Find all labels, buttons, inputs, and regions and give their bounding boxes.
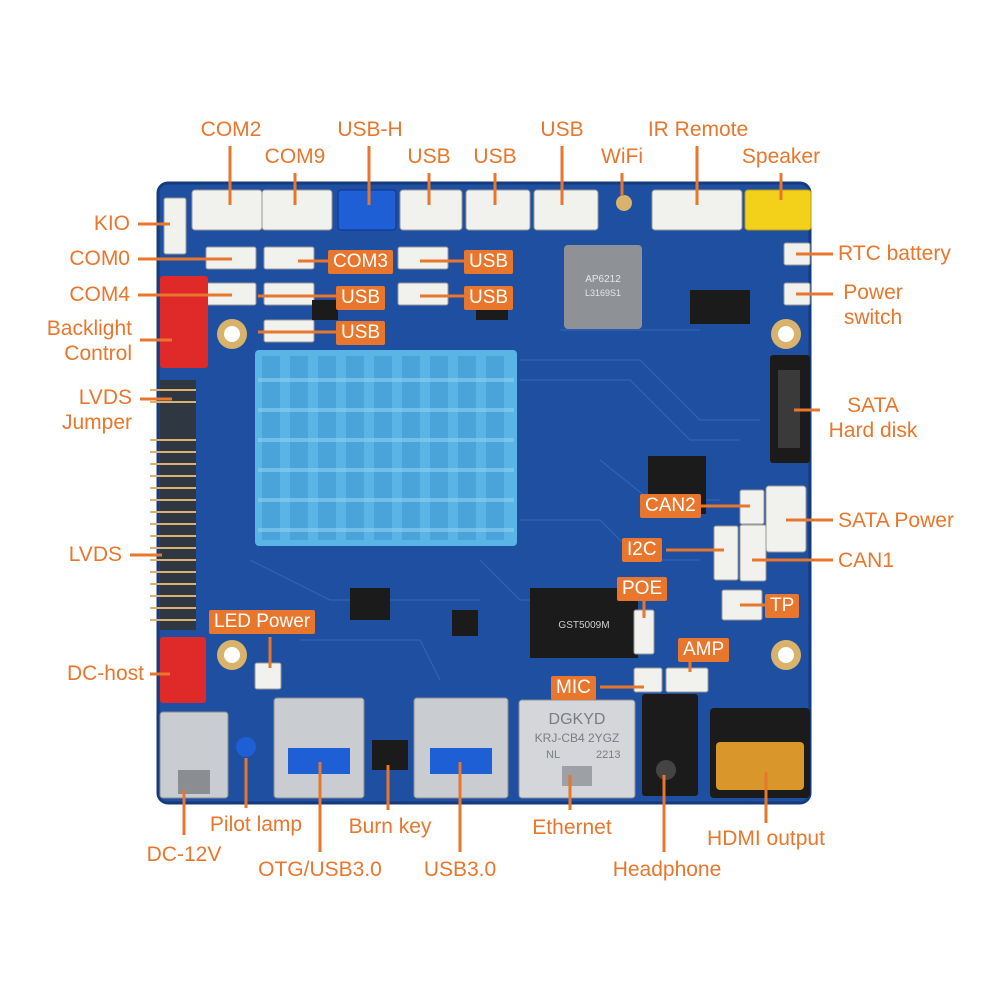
mounting-holes xyxy=(217,319,801,670)
svg-text:2213: 2213 xyxy=(596,749,620,761)
label-headphone: Headphone xyxy=(612,858,722,881)
i2c-connector xyxy=(713,525,739,581)
leader-lines xyxy=(130,146,833,852)
lvds-header xyxy=(150,380,196,630)
tag-tp: TP xyxy=(765,594,800,618)
amp-connector xyxy=(665,667,709,693)
svg-text:GST5009M: GST5009M xyxy=(558,620,609,631)
label-sata-power: SATA Power xyxy=(838,509,954,532)
label-sata-hd-1: SATA xyxy=(847,394,899,417)
label-lvds: LVDS xyxy=(68,543,122,566)
label-sata-hd-2: Hard disk xyxy=(828,419,918,442)
label-com0: COM0 xyxy=(69,247,130,270)
label-com9: COM9 xyxy=(264,145,326,168)
tag-poe: POE xyxy=(617,577,668,601)
label-lvds-jumper-1: LVDS xyxy=(78,386,132,409)
label-speaker: Speaker xyxy=(741,145,821,168)
label-otg-usb3: OTG/USB3.0 xyxy=(258,858,382,881)
label-ir-remote: IR Remote xyxy=(647,118,749,141)
heatsink xyxy=(255,350,517,546)
label-lvds-jumper-2: Jumper xyxy=(61,411,132,434)
label-usb-top-2: USB xyxy=(473,145,517,168)
tag-usb-c: USB xyxy=(464,250,514,274)
svg-text:KRJ-CB4 2YGZ: KRJ-CB4 2YGZ xyxy=(535,731,620,745)
label-backlight-2: Control xyxy=(64,342,132,365)
tag-usb-d: USB xyxy=(464,286,514,310)
red-connectors xyxy=(160,276,208,703)
label-usb-top-1: USB xyxy=(407,145,451,168)
can1-connector xyxy=(739,524,767,582)
tag-led-power: LED Power xyxy=(209,610,316,634)
svg-text:DGKYD: DGKYD xyxy=(549,711,606,728)
pcb-edge xyxy=(156,181,812,805)
label-dc-host: DC-host xyxy=(66,662,144,685)
label-rtc-battery: RTC battery xyxy=(838,242,951,265)
label-usb-h: USB-H xyxy=(337,118,403,141)
tag-usb-a: USB xyxy=(336,286,386,310)
label-power-switch-2: switch xyxy=(843,306,903,329)
label-dc-12v: DC-12V xyxy=(146,843,222,866)
label-can1: CAN1 xyxy=(838,549,895,572)
tag-i2c: I2C xyxy=(622,538,662,562)
label-power-switch-1: Power xyxy=(843,281,903,304)
label-backlight-1: Backlight xyxy=(46,317,132,340)
label-burn-key: Burn key xyxy=(348,815,432,838)
label-pilot-lamp: Pilot lamp xyxy=(209,813,303,836)
tag-can2: CAN2 xyxy=(640,494,701,518)
svg-text:NL: NL xyxy=(546,749,560,761)
svg-text:L3169S1: L3169S1 xyxy=(585,288,621,298)
tag-usb-b: USB xyxy=(336,321,386,345)
sata-connector xyxy=(770,355,810,463)
bottom-connectors: DGKYD KRJ-CB4 2YGZ NL 2213 xyxy=(159,694,810,799)
label-ethernet: Ethernet xyxy=(532,816,612,839)
label-wifi: WiFi xyxy=(601,145,643,168)
label-hdmi-output: HDMI output xyxy=(707,827,825,850)
label-usb-top-right: USB xyxy=(540,118,584,141)
tag-mic: MIC xyxy=(551,676,596,700)
led-power-connector xyxy=(254,662,282,690)
small-headers xyxy=(205,242,811,343)
svg-text:AP6212: AP6212 xyxy=(585,274,621,285)
tag-amp: AMP xyxy=(678,638,730,662)
label-com2: COM2 xyxy=(200,118,262,141)
label-com4: COM4 xyxy=(69,283,130,306)
top-connectors xyxy=(163,189,812,255)
label-kio: KIO xyxy=(93,212,130,235)
tag-com3: COM3 xyxy=(328,250,393,274)
label-usb3: USB3.0 xyxy=(423,858,497,881)
